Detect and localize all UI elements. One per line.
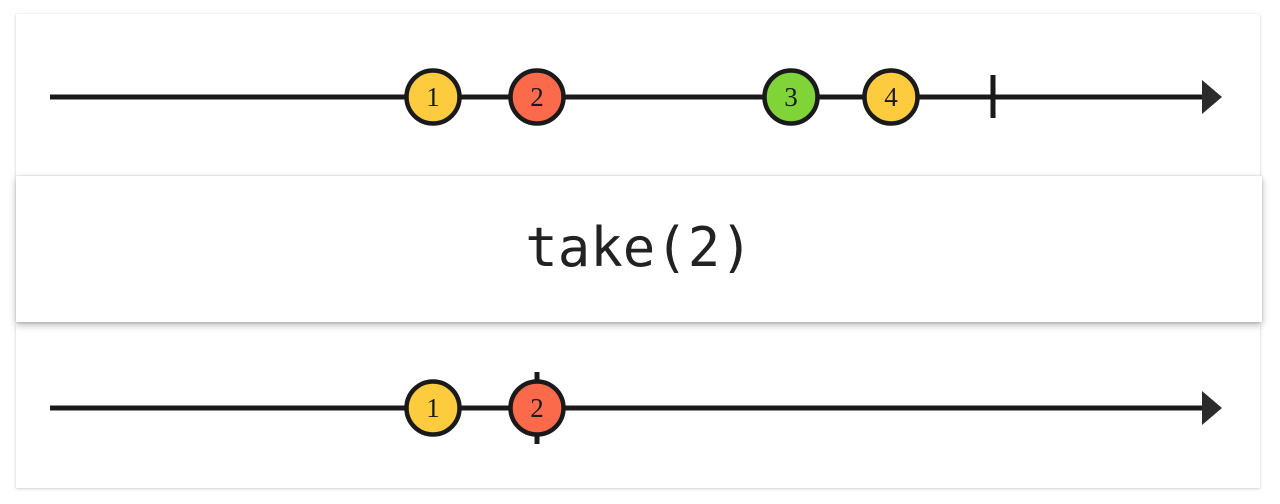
source-marble-1-label: 1 — [426, 82, 440, 112]
source-marble-2-circle — [508, 68, 566, 126]
result-arrow-icon — [1202, 391, 1222, 425]
result-marble-1-circle — [404, 379, 462, 437]
source-marble-1[interactable]: 1 — [404, 68, 462, 126]
operator-label: take(2) — [525, 215, 753, 279]
source-marble-2-label: 2 — [530, 82, 544, 112]
source-marble-3-circle — [762, 68, 820, 126]
source-marble-3-label: 3 — [784, 82, 798, 112]
source-marble-4-label: 4 — [884, 82, 898, 112]
result-marble-1-label: 1 — [426, 393, 440, 423]
result-marble-1[interactable]: 1 — [404, 379, 462, 437]
result-marble-2[interactable]: 2 — [508, 379, 566, 437]
source-arrow-icon — [1202, 80, 1222, 114]
source-marble-4[interactable]: 4 — [862, 68, 920, 126]
source-marble-1-circle — [404, 68, 462, 126]
source-marble-4-circle — [862, 68, 920, 126]
result-stream-panel: 1 2 — [16, 324, 1260, 488]
source-marble-3[interactable]: 3 — [762, 68, 820, 126]
result-marble-2-circle — [508, 379, 566, 437]
source-stream-panel: 1 2 3 4 — [16, 14, 1260, 176]
result-marble-2-label: 2 — [530, 393, 544, 423]
operator-panel: take(2) — [16, 176, 1262, 322]
source-stream-svg: 1 2 3 4 — [50, 68, 1222, 126]
result-stream-svg: 1 2 — [50, 372, 1222, 444]
source-marble-2[interactable]: 2 — [508, 68, 566, 126]
